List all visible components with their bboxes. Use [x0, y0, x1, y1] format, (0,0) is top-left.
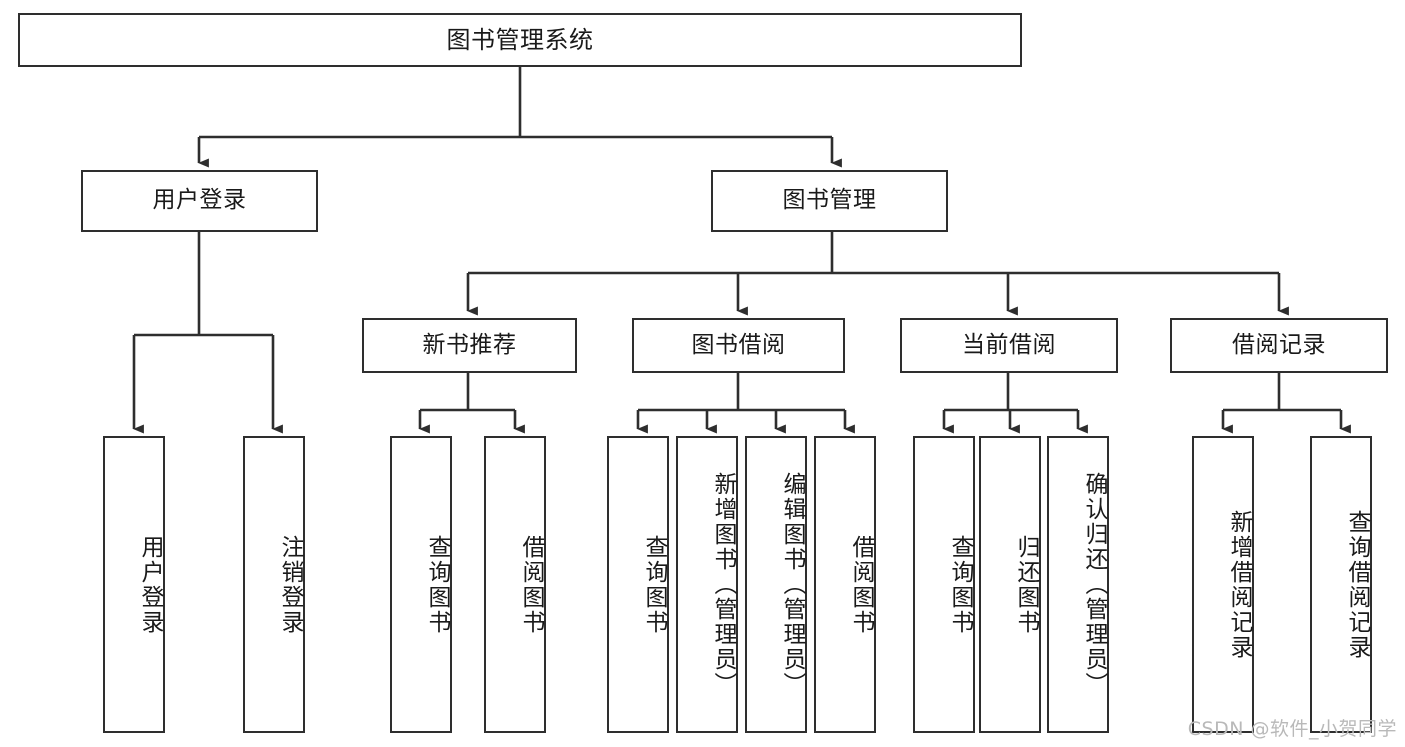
node-leaf-user-login-label: 用户登录 [137, 534, 163, 635]
node-leaf-return-book-label: 归还图书 [1013, 534, 1039, 635]
node-leaf-borrow-book-1[interactable]: 借阅图书 [484, 436, 546, 733]
node-current-borrow[interactable]: 当前借阅 [900, 318, 1118, 373]
node-leaf-query-record-label: 查询借阅记录 [1344, 509, 1370, 660]
node-leaf-borrow-book-2[interactable]: 借阅图书 [814, 436, 876, 733]
node-leaf-borrow-book-1-label: 借阅图书 [518, 534, 544, 635]
node-book-manage[interactable]: 图书管理 [711, 170, 948, 232]
node-new-book-recommend-label: 新书推荐 [422, 331, 517, 358]
node-leaf-confirm-return-label: 确认归还（管理员） [1081, 472, 1107, 697]
node-leaf-confirm-return[interactable]: 确认归还（管理员） [1047, 436, 1109, 733]
node-borrow-record[interactable]: 借阅记录 [1170, 318, 1388, 373]
node-leaf-logout-login-label: 注销登录 [277, 534, 303, 635]
watermark: CSDN @软件_小贺同学 [1187, 718, 1397, 740]
node-root[interactable]: 图书管理系统 [18, 13, 1022, 67]
node-leaf-add-record[interactable]: 新增借阅记录 [1192, 436, 1254, 733]
node-book-borrow-label: 图书借阅 [691, 331, 786, 358]
node-leaf-query-book-1[interactable]: 查询图书 [390, 436, 452, 733]
node-leaf-query-book-3[interactable]: 查询图书 [913, 436, 975, 733]
node-leaf-query-record[interactable]: 查询借阅记录 [1310, 436, 1372, 733]
node-leaf-query-book-2-label: 查询图书 [641, 534, 667, 635]
node-user-login[interactable]: 用户登录 [81, 170, 318, 232]
node-root-label: 图书管理系统 [446, 25, 594, 54]
node-leaf-user-login[interactable]: 用户登录 [103, 436, 165, 733]
node-leaf-return-book[interactable]: 归还图书 [979, 436, 1041, 733]
node-leaf-logout-login[interactable]: 注销登录 [243, 436, 305, 733]
node-borrow-record-label: 借阅记录 [1232, 331, 1326, 358]
node-book-borrow[interactable]: 图书借阅 [632, 318, 845, 373]
node-leaf-edit-book-label: 编辑图书（管理员） [779, 472, 805, 697]
node-new-book-recommend[interactable]: 新书推荐 [362, 318, 577, 373]
node-current-borrow-label: 当前借阅 [962, 331, 1056, 358]
node-leaf-add-book-label: 新增图书（管理员） [710, 472, 736, 697]
node-leaf-borrow-book-2-label: 借阅图书 [848, 534, 874, 635]
node-leaf-query-book-3-label: 查询图书 [947, 534, 973, 635]
node-leaf-query-book-2[interactable]: 查询图书 [607, 436, 669, 733]
node-leaf-edit-book[interactable]: 编辑图书（管理员） [745, 436, 807, 733]
node-user-login-label: 用户登录 [152, 187, 247, 214]
node-leaf-add-record-label: 新增借阅记录 [1226, 509, 1252, 660]
node-leaf-query-book-1-label: 查询图书 [424, 534, 450, 635]
node-book-manage-label: 图书管理 [782, 187, 877, 214]
node-leaf-add-book[interactable]: 新增图书（管理员） [676, 436, 738, 733]
